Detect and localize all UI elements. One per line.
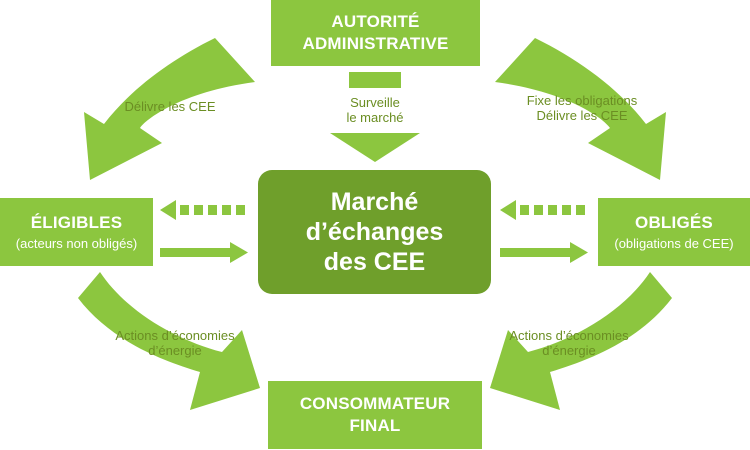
marche-line2: d’échanges: [305, 218, 444, 246]
arrow-dashed-marche-to-eligibles: [160, 200, 245, 220]
eligibles-subtitle: (acteurs non obligés): [15, 236, 138, 251]
edge-label-top-right-line1: Fixe les obligations: [526, 93, 638, 108]
node-obliges: OBLIGÉS (obligations de CEE): [598, 198, 750, 266]
autorite-line2: ADMINISTRATIVE: [302, 34, 449, 53]
node-autorite-administrative: AUTORITÉ ADMINISTRATIVE: [271, 0, 480, 66]
edge-label-bottom-right-line2: d’énergie: [542, 343, 596, 358]
arrow-surveille-stem: [349, 72, 401, 88]
marche-line3: des CEE: [323, 248, 426, 276]
edge-label-bottom-left-line2: d’énergie: [148, 343, 202, 358]
obliges-title: OBLIGÉS: [635, 213, 713, 232]
obliges-subtitle: (obligations de CEE): [614, 236, 734, 251]
consommateur-line2: FINAL: [349, 416, 401, 435]
eligibles-title: ÉLIGIBLES: [30, 213, 123, 232]
edge-label-delivre-cee: Délivre les CEE: [100, 99, 240, 114]
edge-label-actions-right: Actions d’économies d’énergie: [484, 328, 654, 358]
node-consommateur-final: CONSOMMATEUR FINAL: [268, 381, 482, 449]
edge-label-top-center-line1: Surveille: [350, 95, 400, 110]
edge-label-top-right-line2: Délivre les CEE: [536, 108, 628, 123]
marche-line1: Marché: [330, 188, 419, 216]
edge-label-bottom-left-line1: Actions d’économies: [115, 328, 235, 343]
consommateur-line1: CONSOMMATEUR: [299, 394, 451, 413]
arrow-autorite-to-obliges: [495, 38, 666, 180]
edge-label-top-left-text: Délivre les CEE: [124, 99, 216, 114]
arrow-surveille-head: [330, 133, 420, 162]
edge-label-fixe-obligations: Fixe les obligations Délivre les CEE: [502, 93, 662, 123]
edge-label-actions-left: Actions d’économies d’énergie: [90, 328, 260, 358]
arrow-solid-eligibles-to-marche: [160, 242, 248, 263]
arrow-autorite-to-eligibles: [84, 38, 255, 180]
edge-label-surveille: Surveille le marché: [325, 95, 425, 125]
edge-label-bottom-right-line1: Actions d’économies: [509, 328, 629, 343]
autorite-line1: AUTORITÉ: [331, 12, 420, 31]
arrow-obliges-to-consommateur: [490, 272, 672, 410]
node-marche-echanges: Marché d’échanges des CEE: [258, 170, 491, 294]
arrow-eligibles-to-consommateur: [78, 272, 260, 410]
arrow-solid-obliges-to-marche: [500, 242, 588, 263]
arrow-dashed-marche-to-obliges: [500, 200, 585, 220]
edge-label-top-center-line2: le marché: [346, 110, 404, 125]
node-eligibles: ÉLIGIBLES (acteurs non obligés): [0, 198, 153, 266]
